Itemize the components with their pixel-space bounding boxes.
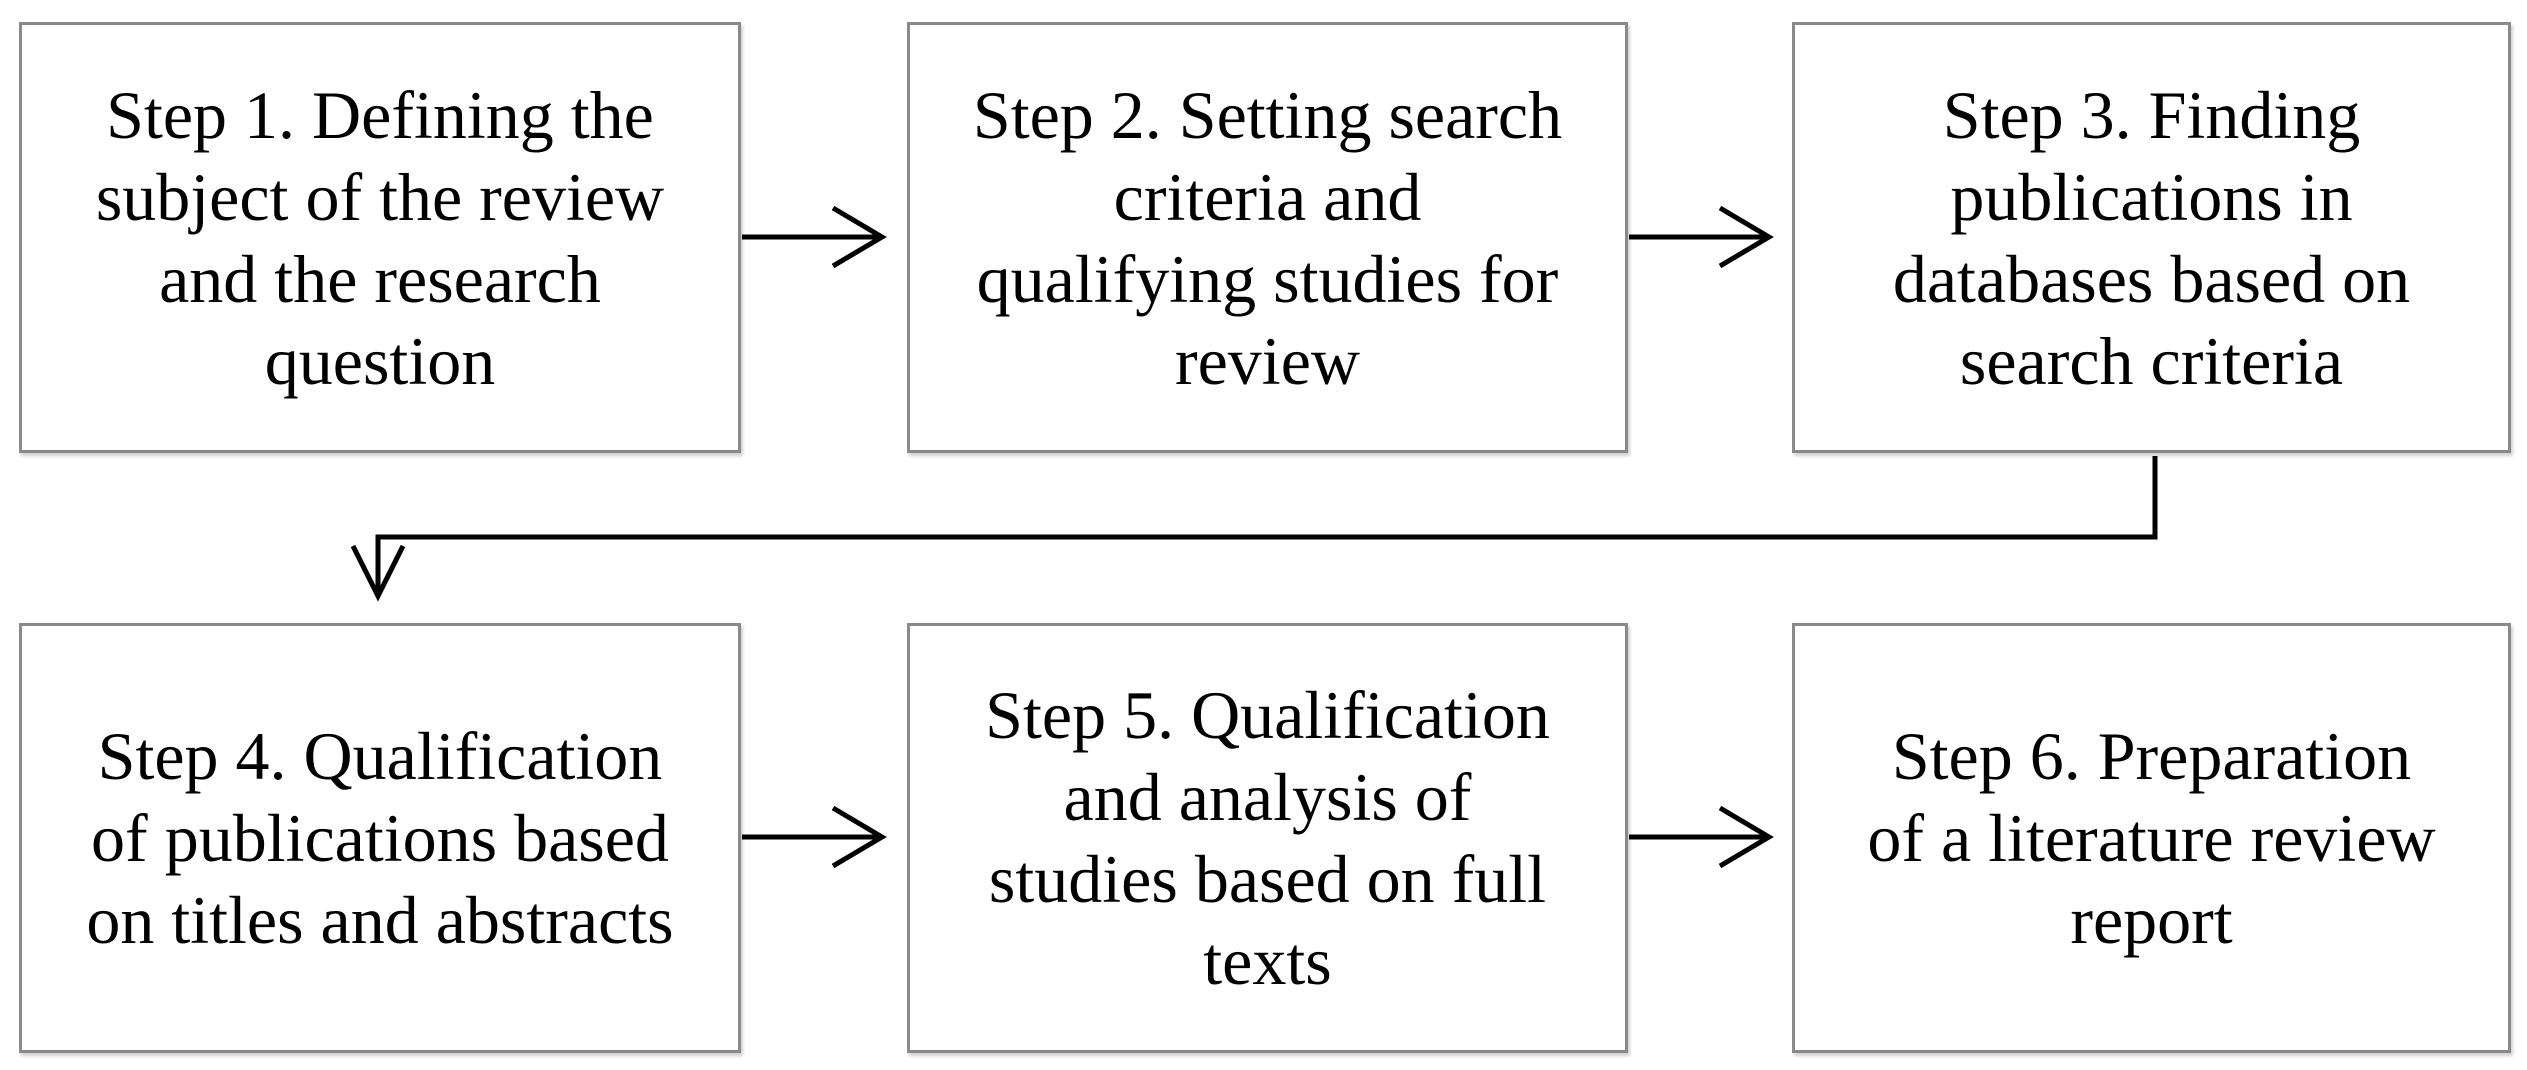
step-5-label: Step 5. Qualification and analysis of st… (985, 677, 1550, 999)
step-1-box: Step 1. Defining the subject of the revi… (19, 22, 741, 453)
arrowhead-step1-to-step2 (831, 205, 887, 269)
step-3-box: Step 3. Finding publications in database… (1792, 22, 2511, 453)
step-1-label: Step 1. Defining the subject of the revi… (95, 76, 665, 399)
step-4-box: Step 4. Qualification of publications ba… (19, 623, 741, 1053)
step-3-label: Step 3. Finding publications in database… (1892, 76, 2411, 399)
arrowhead-step5-to-step6 (1718, 805, 1774, 869)
step-6-box: Step 6. Preparation of a literature revi… (1792, 623, 2511, 1053)
step-5-box: Step 5. Qualification and analysis of st… (907, 623, 1628, 1053)
step-2-box: Step 2. Setting search criteria and qual… (907, 22, 1628, 453)
arrowhead-step3-to-step4 (350, 544, 406, 602)
step-4-label: Step 4. Qualification of publications ba… (86, 718, 674, 958)
arrowhead-step4-to-step5 (831, 805, 887, 869)
arrow-step3-to-step4 (375, 456, 2158, 594)
step-2-label: Step 2. Setting search criteria and qual… (972, 76, 1563, 399)
arrowhead-step2-to-step3 (1718, 205, 1774, 269)
step-6-label: Step 6. Preparation of a literature revi… (1867, 718, 2436, 958)
